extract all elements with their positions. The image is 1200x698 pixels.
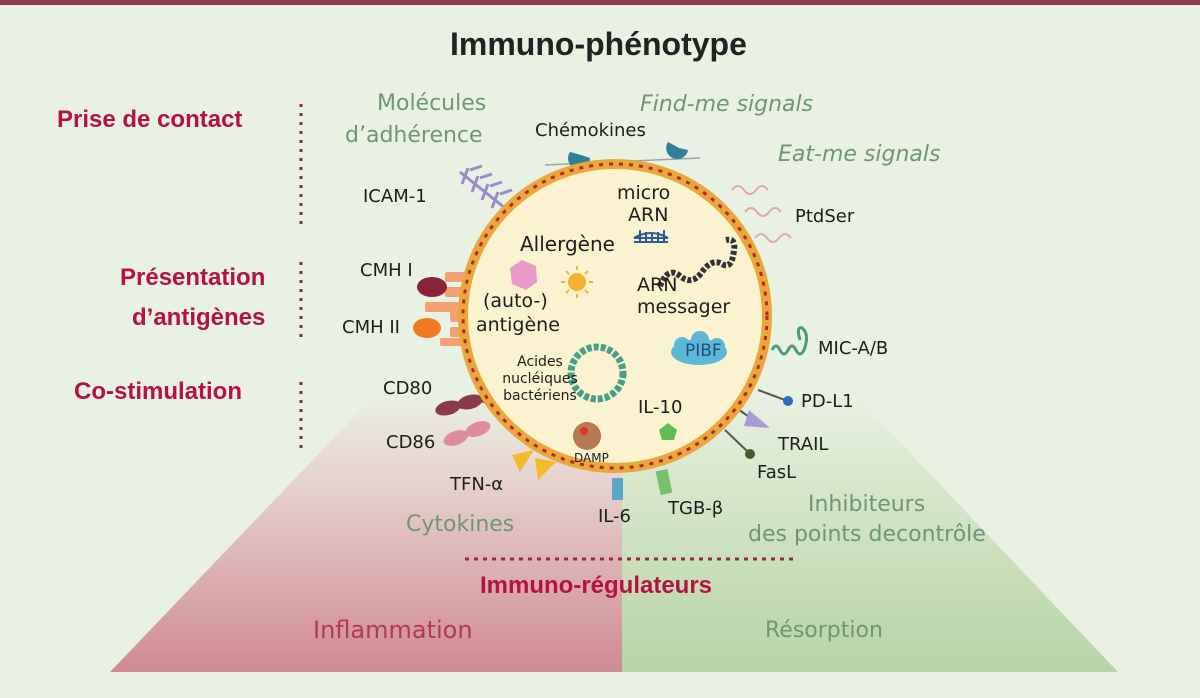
section-contact: Prise de contact <box>57 106 243 133</box>
label-tgb: TGB-β <box>668 498 724 519</box>
cargo-acides-line3: bactériens <box>503 388 577 404</box>
label-cmh1: CMH I <box>360 260 413 281</box>
label-cd86: CD86 <box>386 432 436 453</box>
label-cd80: CD80 <box>383 378 433 399</box>
cargo-arn-line1: ARN <box>637 274 678 296</box>
cargo-il10: IL-10 <box>638 397 683 418</box>
mirna-icon <box>633 230 669 243</box>
inflammation-area <box>110 395 622 672</box>
allergen-sun-icon <box>561 266 593 298</box>
group-eat-me: Eat-me signals <box>778 142 941 167</box>
adhesion-molecule-icon <box>459 164 513 214</box>
resorption-area <box>622 395 1118 672</box>
group-checkpoint-line2: des points decontrôle <box>748 522 986 547</box>
cargo-micro-line2: ARN <box>628 204 669 226</box>
fasl-icon <box>724 429 755 459</box>
group-adhesion-line1: Molécules <box>377 91 487 116</box>
antigen-hexagon-icon <box>510 260 537 290</box>
cargo-auto-line2: antigène <box>476 314 560 336</box>
tgb-bar <box>655 469 673 495</box>
cargo-allergen: Allergène <box>520 232 615 256</box>
cytokine-triangle-icon <box>512 450 556 480</box>
cargo-acides-line1: Acides <box>517 354 563 370</box>
label-fasl: FasL <box>757 462 797 483</box>
cargo-arn-line2: messager <box>637 296 731 318</box>
pibf-cloud-icon <box>671 331 727 365</box>
outcome-inflammation: Inflammation <box>313 616 473 644</box>
il6-bar <box>612 478 623 500</box>
outcome-resorption: Résorption <box>765 618 883 643</box>
group-find-me: Find-me signals <box>640 92 814 117</box>
section-antigen-line1: Présentation <box>120 264 266 291</box>
label-pdl1: PD-L1 <box>801 391 854 412</box>
cargo-damp: DAMP <box>574 451 609 465</box>
label-icam: ICAM-1 <box>363 186 427 207</box>
cargo-acides-line2: nucléiques <box>502 371 578 387</box>
top-bar <box>0 0 1200 5</box>
phosphatidylserine-icon <box>731 185 792 243</box>
pdl1-icon <box>757 389 793 406</box>
mic-coil-icon <box>770 326 809 356</box>
label-chemokines: Chémokines <box>535 120 646 141</box>
label-tfn: TFN-α <box>450 474 504 495</box>
page-title: Immuno-phénotype <box>450 26 747 62</box>
label-mic: MIC-A/B <box>818 338 889 359</box>
cargo-pibf: PIBF <box>685 341 722 361</box>
group-adhesion-line2: d’adhérence <box>345 123 483 148</box>
mrna-strand-icon <box>657 236 738 288</box>
label-cmh2: CMH II <box>342 317 400 338</box>
dna-ring-icon <box>567 343 627 403</box>
group-cytokines: Cytokines <box>406 512 515 537</box>
section-antigen-line2: d’antigènes <box>132 304 266 331</box>
section-costim: Co-stimulation <box>74 378 242 405</box>
cargo-auto-line1: (auto-) <box>483 290 548 312</box>
label-trail: TRAIL <box>778 434 829 455</box>
vesicle-membrane <box>461 162 769 470</box>
label-ptdser: PtdSer <box>795 206 855 227</box>
group-checkpoint-line1: Inhibiteurs <box>808 492 926 517</box>
section-regulators: Immuno-régulateurs <box>480 572 713 599</box>
label-il6: IL-6 <box>598 506 631 527</box>
damp-sphere-icon <box>573 422 601 450</box>
cargo-micro-line1: micro <box>617 182 671 204</box>
il10-pentagon-icon <box>659 423 677 440</box>
